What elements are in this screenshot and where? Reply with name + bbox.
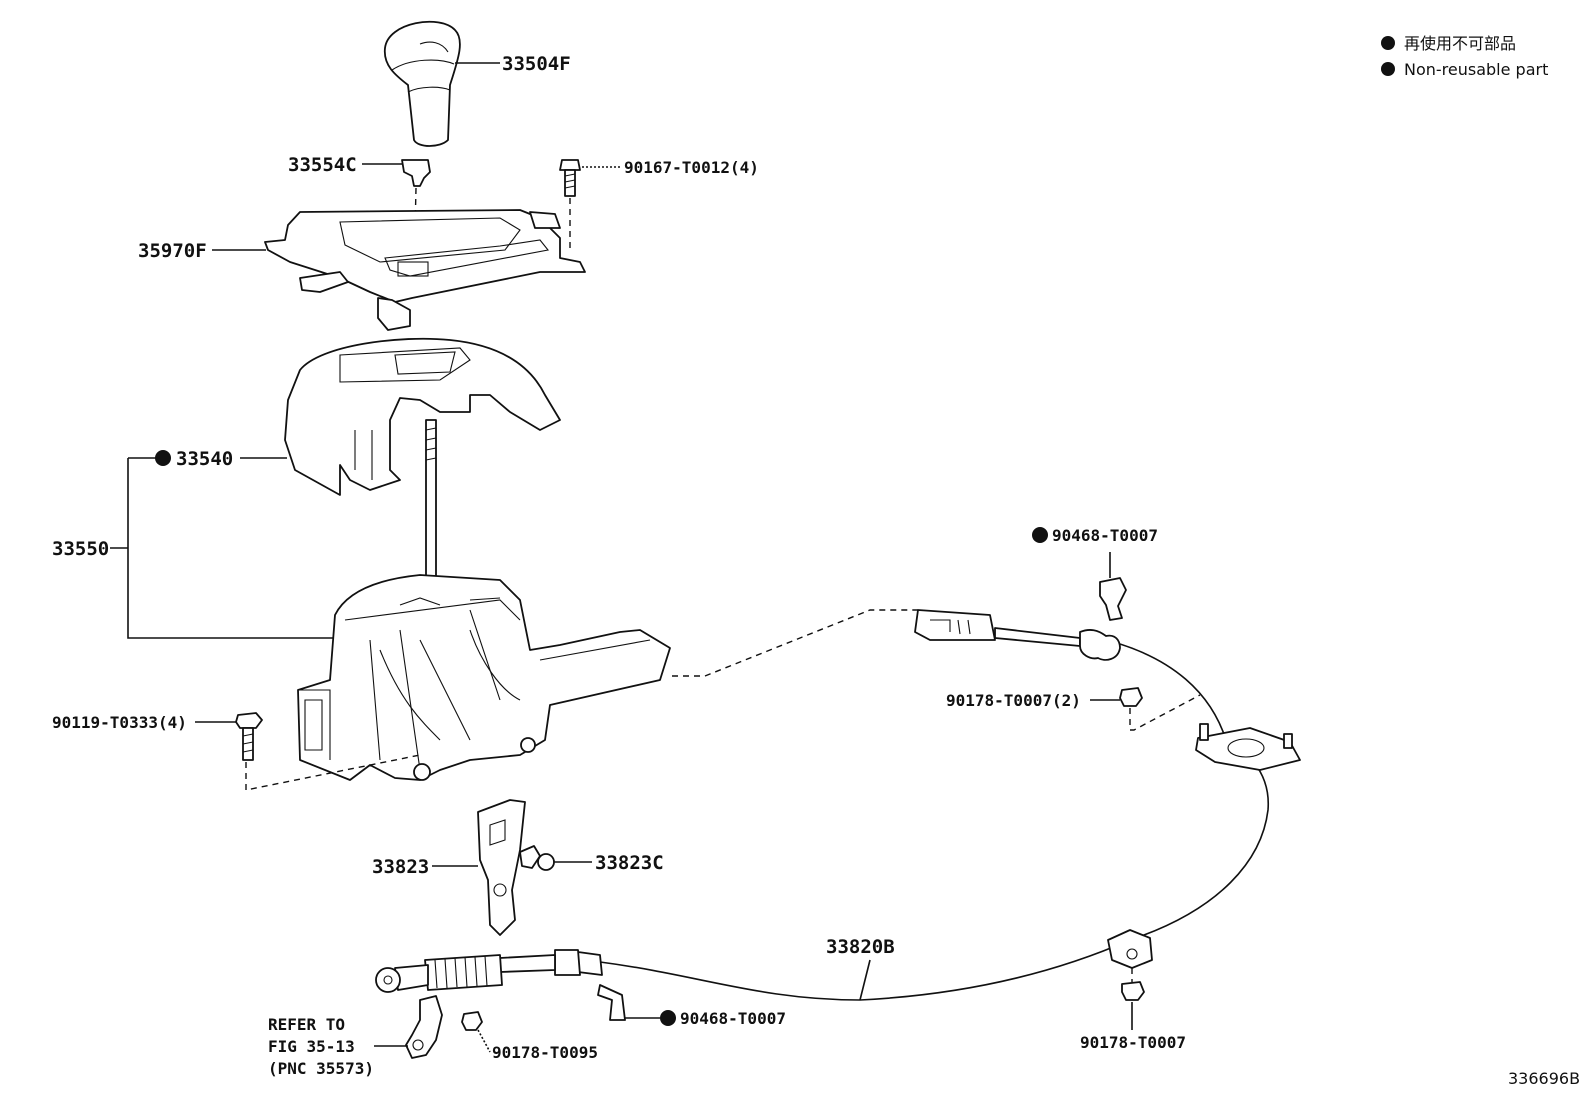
label-33823[interactable]: 33823 [372,856,429,878]
retainer-top-part[interactable] [1099,577,1127,621]
shift-lever-rod [425,419,437,591]
label-90468-T0007-bottom[interactable]: 90468-T0007 [680,1009,786,1028]
leader-cable [859,959,871,1001]
bracket-bolt-part[interactable] [519,845,555,871]
control-cable-part[interactable] [375,609,1301,1001]
label-33554C[interactable]: 33554C [288,154,357,176]
label-35970F[interactable]: 35970F [138,240,207,262]
legend-dot-icon [1381,36,1395,50]
guide-clip [413,187,417,276]
label-90468-T0007-top[interactable]: 90468-T0007 [1052,526,1158,545]
indicator-bezel-part[interactable] [264,209,586,331]
label-33820B[interactable]: 33820B [826,936,895,958]
non-reusable-dot-icon [155,450,171,466]
non-reusable-dot-icon [1032,527,1048,543]
guide-nut-pair [1129,694,1201,731]
label-33550[interactable]: 33550 [52,538,109,560]
shifter-cover-part[interactable] [284,337,561,496]
illustration-id: 336696B [1508,1069,1580,1088]
retainer-bottom-part[interactable] [597,984,626,1021]
cable-bracket-part[interactable] [477,799,526,936]
nut-small-part[interactable] [461,1011,483,1031]
guide-bolt [245,754,421,791]
label-90178-T0007-bottom[interactable]: 90178-T0007 [1080,1033,1186,1052]
refer-line-1: REFER TO [268,1015,345,1034]
screw-part[interactable] [559,159,581,197]
guide-cable-to-shifter [672,609,918,677]
nut-bottom-part[interactable] [1121,981,1145,1001]
bolt-part[interactable] [235,712,263,761]
refer-line-2: FIG 35-13 [268,1037,355,1056]
label-90178-T0095[interactable]: 90178-T0095 [492,1043,598,1062]
label-33504F[interactable]: 33504F [502,53,571,75]
legend-jp: 再使用不可部品 [1404,34,1516,53]
non-reusable-dot-icon [660,1010,676,1026]
legend: 再使用不可部品 Non-reusable part [1381,34,1548,79]
clip-part[interactable] [401,159,431,187]
leader-nut-small [477,1029,491,1053]
bracket-33550 [127,457,337,639]
legend-en: Non-reusable part [1404,60,1548,79]
label-90178-T0007-2[interactable]: 90178-T0007(2) [946,691,1081,710]
refer-bracket-part[interactable] [405,995,443,1059]
label-90119-T0333[interactable]: 90119-T0333(4) [52,713,187,732]
nut-pair-part[interactable] [1119,687,1143,707]
shift-knob-part[interactable] [383,20,461,147]
refer-line-3: (PNC 35573) [268,1059,374,1078]
label-90167-T0012[interactable]: 90167-T0012(4) [624,158,759,177]
label-33823C[interactable]: 33823C [595,852,664,874]
legend-dot-icon [1381,62,1395,76]
label-33540[interactable]: 33540 [176,448,233,470]
shifter-base-part[interactable] [297,574,671,781]
